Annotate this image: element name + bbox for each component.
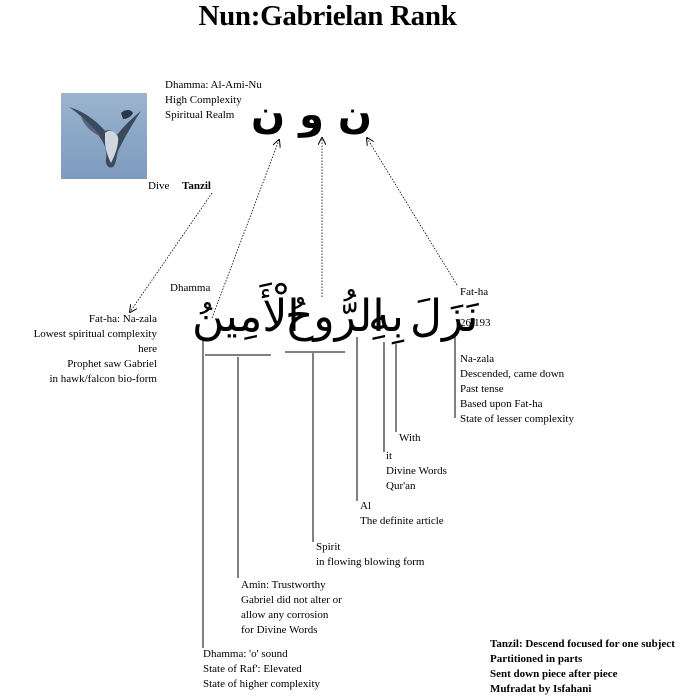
- al-note: Al The definite article: [360, 500, 444, 527]
- arrow-tanzil-to-fatha: [130, 192, 213, 312]
- verse-reference: 26:193: [460, 317, 491, 329]
- top-note: Dhamma: Al-Ami-Nu High Complexity Spirit…: [165, 79, 262, 121]
- nun-letters: ن و ن: [251, 92, 372, 138]
- dhamma-label: Dhamma: [170, 282, 211, 294]
- arrow-fatha-to-nun: [367, 138, 458, 286]
- page-title: Nun:Gabrielan Rank: [198, 0, 457, 32]
- fatha-label: Fat-ha: [460, 286, 489, 298]
- dive-label: Dive: [148, 180, 170, 192]
- dhamma-note: Dhamma: 'o' sound State of Raf': Elevate…: [203, 648, 320, 690]
- falcon-image: [61, 93, 147, 179]
- falcon-in-flight-icon: [69, 107, 141, 168]
- arrow-dhamma-to-nun: [211, 140, 279, 319]
- word-al-amin: الْأَمِينُ: [192, 291, 300, 342]
- word-nazala: نَزَلَ: [410, 291, 479, 342]
- left-note: Fat-ha: Na-zala Lowest spiritual complex…: [33, 313, 157, 385]
- spirit-note: Spirit in flowing blowing form: [316, 541, 425, 568]
- amin-note: Amin: Trustworthy Gabriel did not alter …: [241, 579, 342, 636]
- word-al-ruh: الرُّوحُ: [285, 291, 385, 342]
- tanzil-label: Tanzil: [182, 180, 211, 192]
- with-note: With: [399, 432, 421, 444]
- word-bihi: بِهِ: [368, 291, 404, 342]
- it-note: it Divine Words Qur'an: [386, 450, 447, 492]
- nazala-note: Na-zala Descended, came down Past tense …: [460, 353, 574, 425]
- tanzil-note: Tanzil: Descend focused for one subject …: [490, 638, 675, 695]
